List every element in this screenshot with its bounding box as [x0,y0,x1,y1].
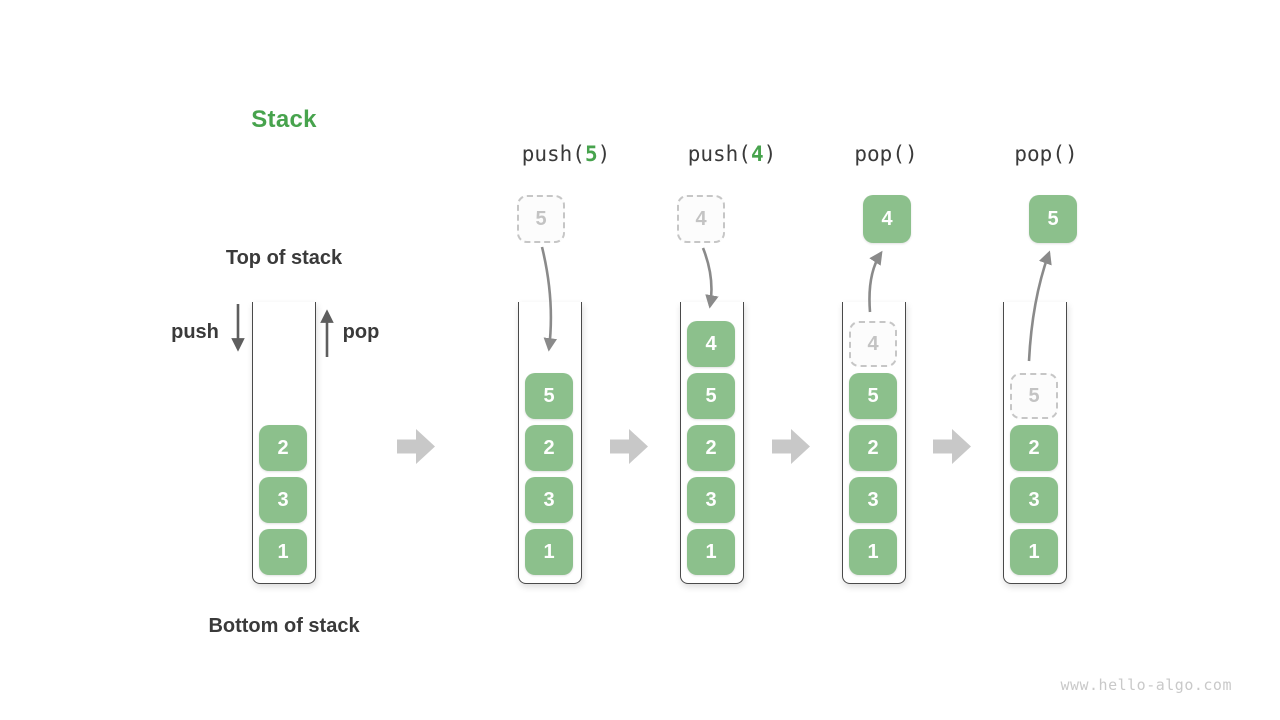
pop-label: pop [342,321,380,343]
stack-cell-ghost: 5 [1010,373,1058,419]
floating-ghost-box: 5 [517,195,565,243]
stack-cell: 1 [525,529,573,575]
caption-pop-2: pop() [966,142,1126,166]
floating-popped-box: 4 [863,195,911,243]
top-of-stack-label: Top of stack [225,247,343,269]
stack-cell: 5 [687,373,735,419]
caption-text: ) [597,142,611,166]
stack-cell: 3 [687,477,735,523]
stack-cell: 1 [1010,529,1058,575]
stack-cell: 3 [1010,477,1058,523]
stack-cell: 2 [1010,425,1058,471]
next-state-arrow-icon [610,429,648,464]
stack-cell: 5 [849,373,897,419]
push-4-curved-arrow [701,247,719,309]
next-state-arrow-icon [772,429,810,464]
stack-cell: 3 [525,477,573,523]
caption-push-5: push(5) [486,142,646,166]
floating-ghost-box: 4 [677,195,725,243]
caption-text: push( [687,142,751,166]
stack-cell: 4 [687,321,735,367]
caption-argument: 5 [584,142,598,166]
stack-cell: 1 [849,529,897,575]
stack-cell: 2 [687,425,735,471]
stack-cell: 1 [259,529,307,575]
stack-cell: 2 [259,425,307,471]
caption-text: ) [763,142,777,166]
stack-cell: 5 [525,373,573,419]
next-state-arrow-icon [397,429,435,464]
push-label: push [171,321,219,343]
stack-cell: 2 [849,425,897,471]
stack-cell: 3 [849,477,897,523]
caption-text: pop() [854,142,918,166]
stack-cell: 3 [259,477,307,523]
floating-popped-box: 5 [1029,195,1077,243]
caption-argument: 4 [750,142,764,166]
caption-text: push( [521,142,585,166]
diagram-title: Stack [251,106,317,133]
caption-pop-1: pop() [806,142,966,166]
watermark: www.hello-algo.com [1060,676,1232,694]
next-state-arrow-icon [933,429,971,464]
stack-cell: 2 [525,425,573,471]
caption-text: pop() [1014,142,1078,166]
bottom-of-stack-label: Bottom of stack [208,615,360,637]
stack-cell-ghost: 4 [849,321,897,367]
caption-push-4: push(4) [652,142,812,166]
stack-cell: 1 [687,529,735,575]
